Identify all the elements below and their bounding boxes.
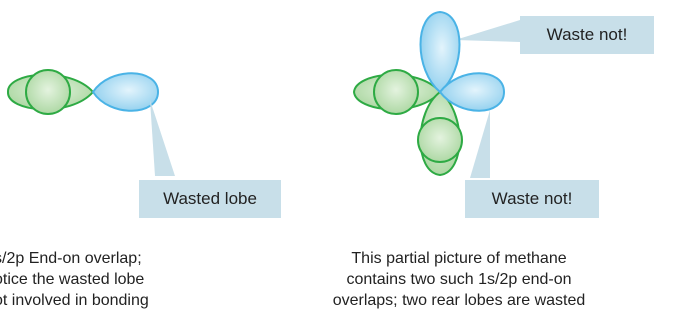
wasted-lobe-label: Wasted lobe — [139, 180, 281, 218]
right-caption-line-2: contains two such 1s/2p end-on — [346, 271, 572, 288]
left-caption-line-2: otice the wasted lobe — [0, 271, 145, 288]
right-caption-line-3: overlaps; two rear lobes are wasted — [332, 292, 586, 309]
right-caption: This partial picture of methane contains… — [326, 248, 592, 311]
blue-right-p-lobe — [438, 72, 506, 112]
waste-not-bottom-pointer — [470, 110, 490, 178]
green-s-orbital-bottom — [417, 117, 463, 163]
waste-not-top-label: Waste not! — [520, 16, 654, 54]
left-end-on-overlap — [6, 69, 175, 176]
blue-p-lobe — [91, 72, 160, 112]
waste-not-bottom-label: Waste not! — [465, 180, 599, 218]
green-s-orbital — [25, 69, 71, 115]
wasted-lobe-callout-pointer — [150, 100, 175, 176]
right-caption-line-1: This partial picture of methane — [351, 250, 567, 267]
left-caption: s/2p End-on overlap; otice the wasted lo… — [0, 248, 264, 311]
left-caption-line-1: s/2p End-on overlap; — [0, 250, 142, 267]
blue-top-p-lobe — [419, 10, 461, 94]
left-caption-line-3: ot involved in bonding — [0, 292, 149, 309]
right-methane-partial — [352, 10, 520, 178]
waste-not-top-pointer — [455, 20, 520, 42]
green-s-orbital-left — [373, 69, 419, 115]
